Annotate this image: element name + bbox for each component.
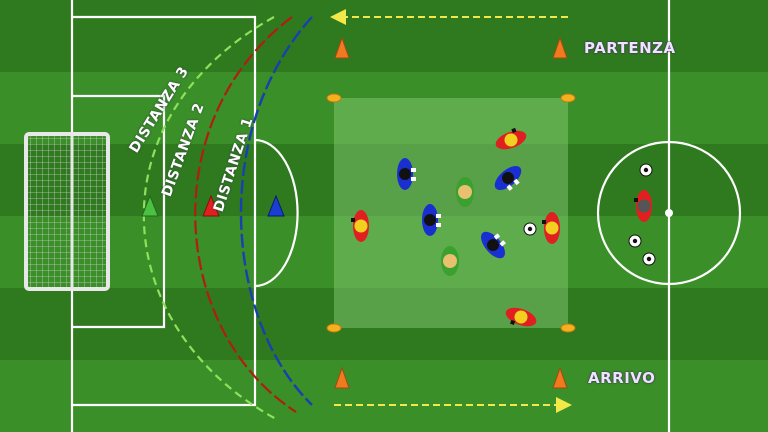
player-red [351, 210, 369, 242]
disc-marker-icon [326, 323, 342, 333]
goal-net-icon [24, 132, 110, 291]
player-red [505, 307, 537, 327]
distance-3-arc [142, 16, 279, 421]
player-red [495, 127, 527, 150]
player-blue [481, 231, 506, 259]
start-label: PARTENZA [584, 39, 676, 57]
distance-1-arc [239, 16, 313, 406]
player-blue [494, 166, 522, 191]
player-blue [422, 204, 441, 236]
distance-2-arc [194, 16, 297, 413]
cone-icon [202, 194, 220, 217]
player-blue [397, 158, 416, 190]
player-green [456, 177, 474, 207]
ball-icon [523, 222, 537, 236]
pitch-lines [70, 0, 742, 432]
ball-icon [642, 252, 656, 266]
cone-icon [334, 36, 350, 59]
disc-marker-icon [326, 93, 342, 103]
cone-icon [552, 36, 568, 59]
player-green [441, 246, 459, 276]
cone-icon [267, 194, 285, 217]
disc-marker-icon [560, 323, 576, 333]
training-zone [334, 98, 568, 328]
ball-icon [639, 163, 653, 177]
center-spot [665, 209, 673, 217]
cone-icon [141, 194, 159, 217]
disc-marker-icon [560, 93, 576, 103]
player-red [634, 190, 652, 222]
ball-icon [628, 234, 642, 248]
cone-icon [552, 366, 568, 389]
finish-label: ARRIVO [588, 369, 656, 387]
cone-icon [334, 366, 350, 389]
player-red [542, 212, 560, 244]
